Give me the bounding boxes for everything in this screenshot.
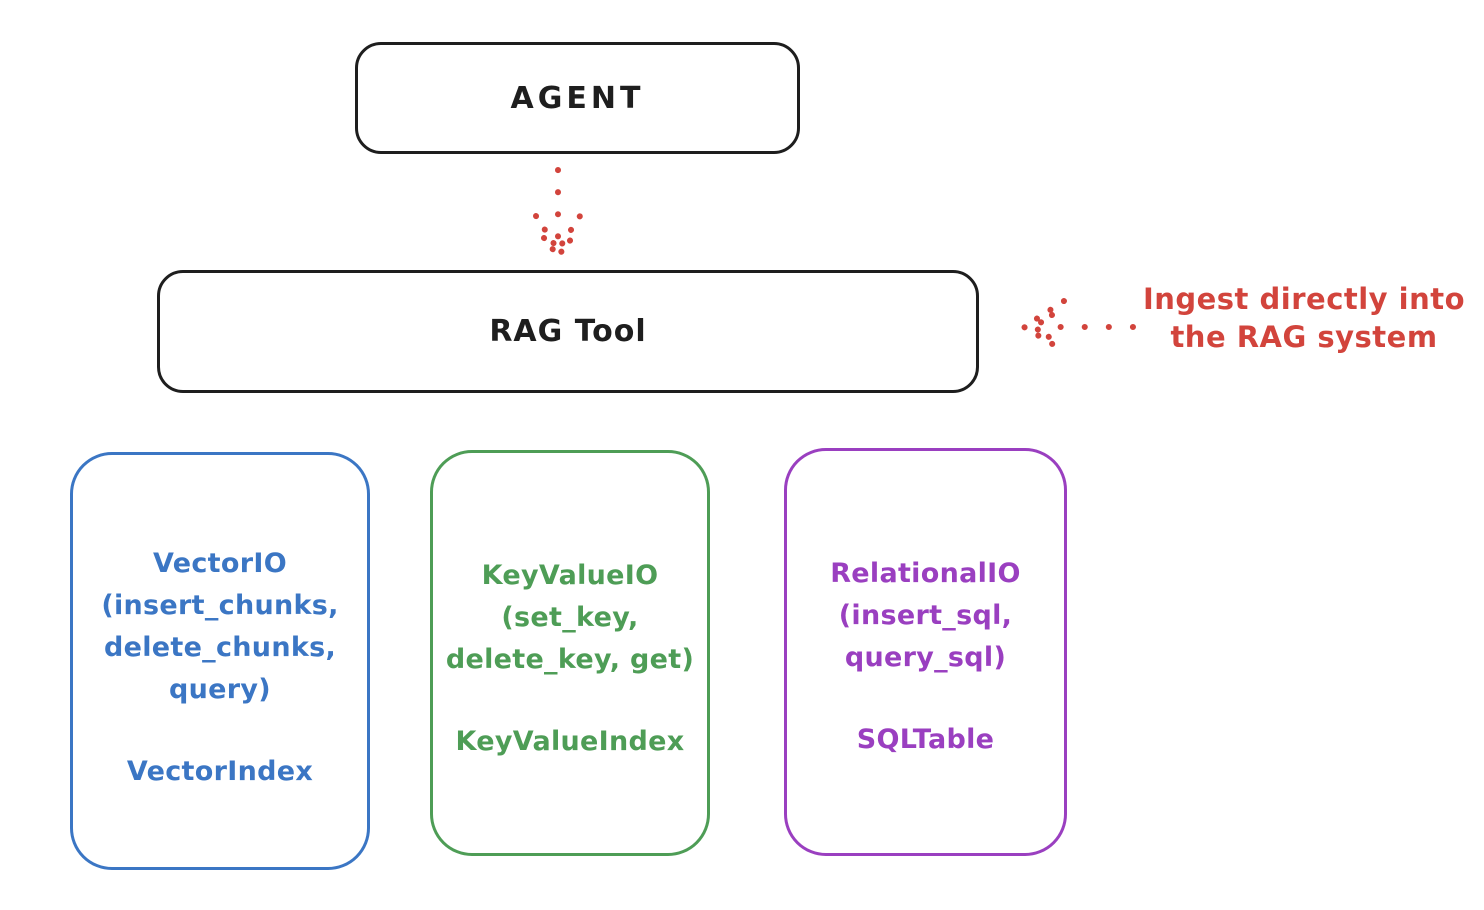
key-value-io-title-line: (set_key,	[501, 602, 639, 633]
vector-io-box: VectorIO (insert_chunks, delete_chunks, …	[70, 452, 370, 870]
vector-io-title-line: query)	[169, 674, 271, 705]
ingest-arrow	[1018, 298, 1136, 354]
relational-io-title: RelationalIO (insert_sql, query_sql)	[830, 553, 1021, 679]
key-value-io-title: KeyValueIO (set_key, delete_key, get)	[446, 555, 694, 681]
vector-io-title-line: delete_chunks,	[103, 632, 337, 663]
vector-io-title-line: (insert_chunks,	[101, 590, 339, 621]
key-value-index-label: KeyValueIndex	[455, 726, 685, 757]
sql-table-label: SQLTable	[856, 724, 995, 755]
agent-to-rag-arrow	[533, 167, 583, 261]
vector-io-title-line: VectorIO	[153, 548, 287, 579]
relational-io-title-line: RelationalIO	[830, 558, 1021, 589]
relational-io-box: RelationalIO (insert_sql, query_sql) SQL…	[784, 448, 1067, 856]
ingest-annotation: Ingest directly into the RAG system	[1130, 280, 1478, 357]
ingest-annotation-line2: the RAG system	[1170, 320, 1438, 355]
agent-label: AGENT	[510, 80, 645, 116]
key-value-io-title-line: KeyValueIO	[481, 560, 659, 591]
vector-io-title: VectorIO (insert_chunks, delete_chunks, …	[101, 543, 338, 711]
agent-box: AGENT	[355, 42, 800, 154]
vector-index-label: VectorIndex	[126, 756, 314, 787]
relational-io-title-line: (insert_sql,	[838, 600, 1013, 631]
rag-tool-label: RAG Tool	[489, 314, 647, 349]
key-value-io-box: KeyValueIO (set_key, delete_key, get) Ke…	[430, 450, 710, 856]
ingest-annotation-line1: Ingest directly into	[1142, 282, 1466, 316]
relational-io-title-line: query_sql)	[844, 642, 1007, 673]
rag-tool-box: RAG Tool	[157, 270, 979, 393]
key-value-io-title-line: delete_key, get)	[445, 644, 695, 675]
